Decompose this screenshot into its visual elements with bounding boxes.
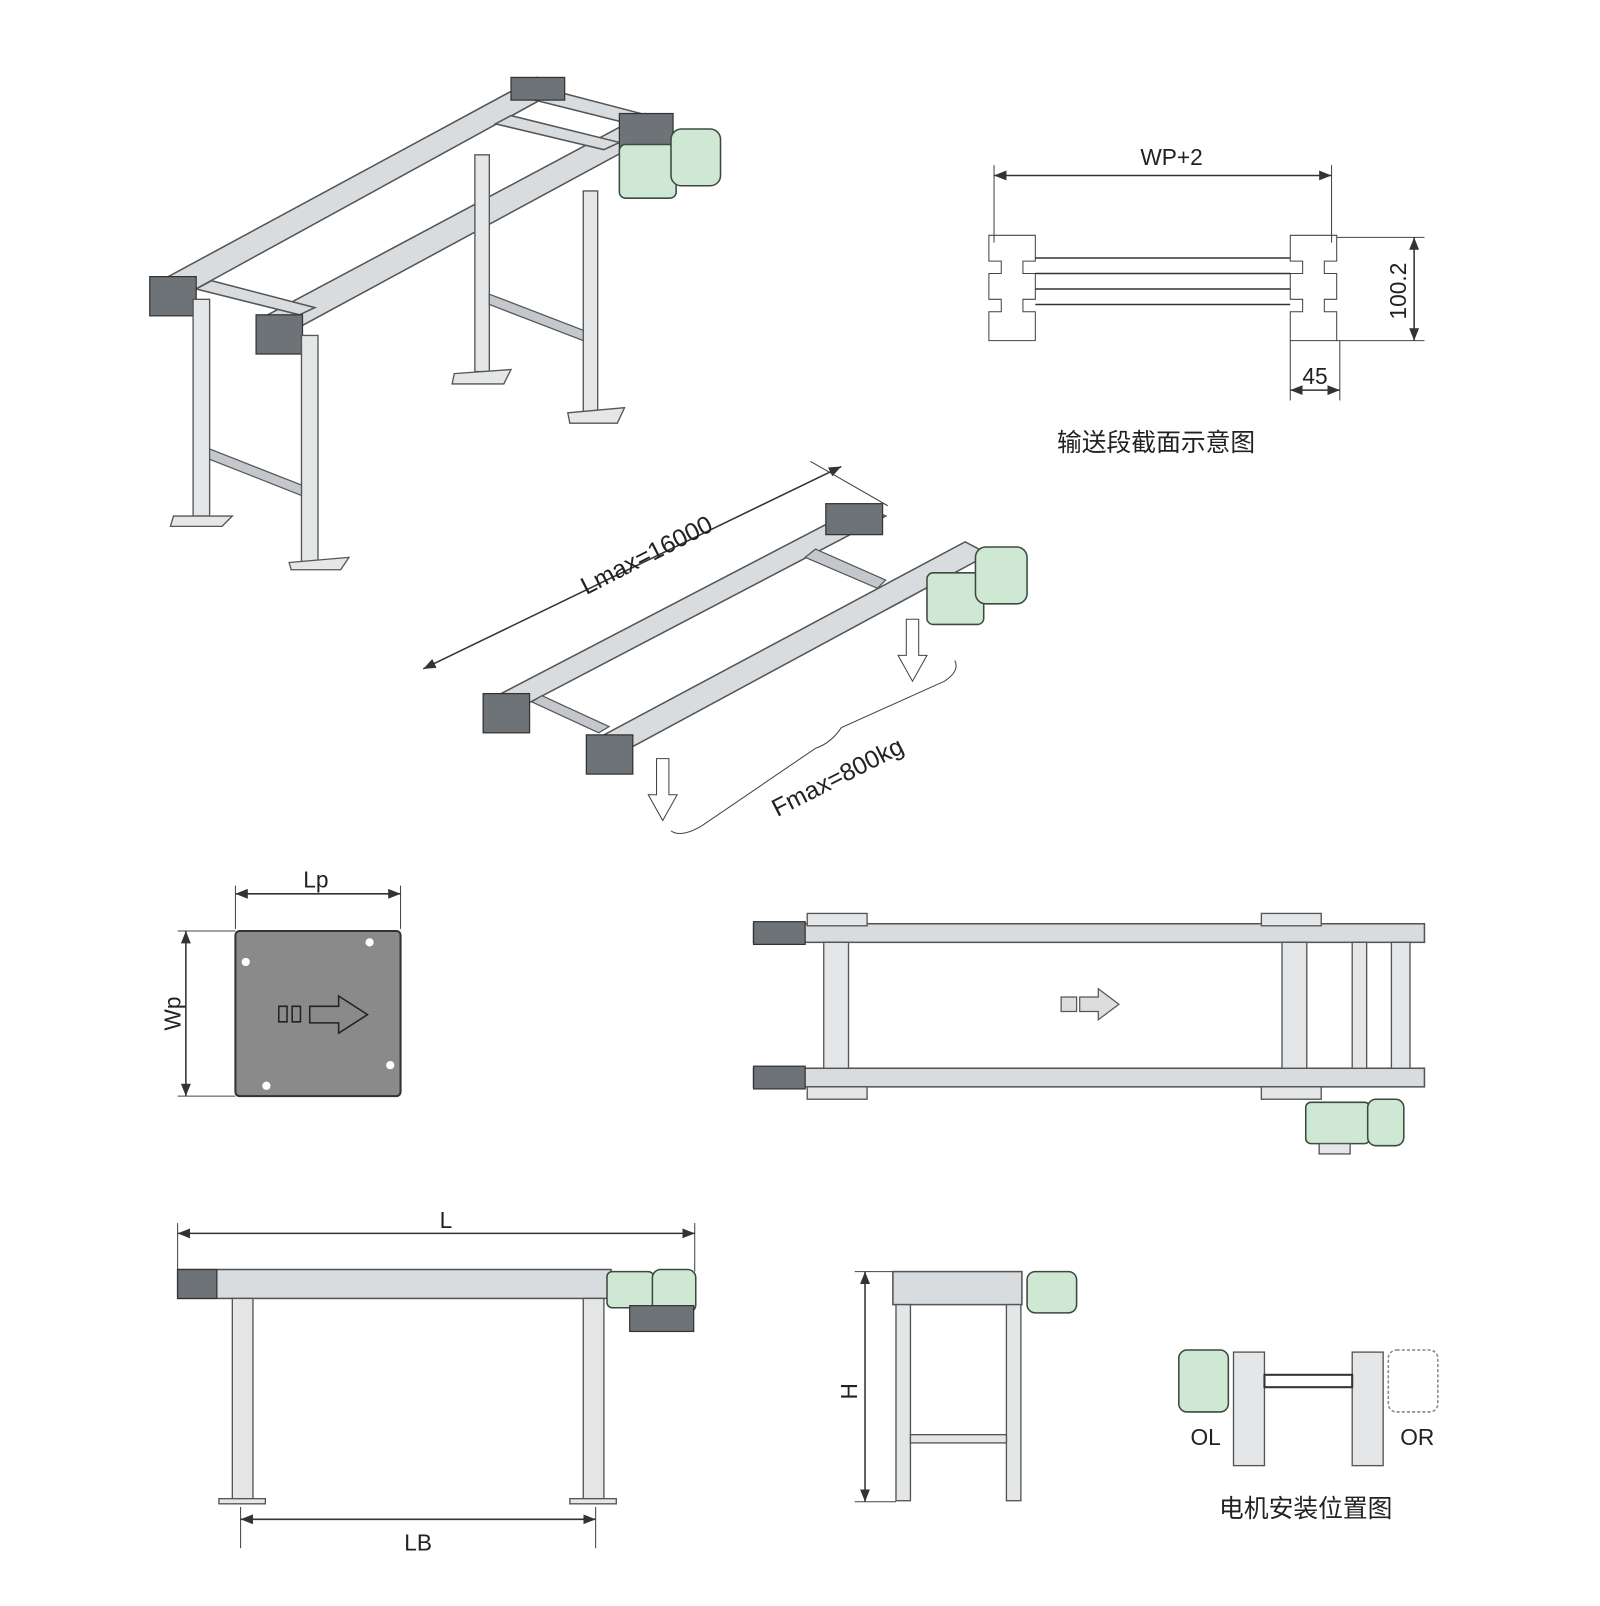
pallet-plate: [234, 929, 402, 1098]
isometric-conveyor-with-stand: [149, 76, 722, 571]
load-arrow-icon: [897, 618, 928, 683]
cross-section-view: WP+2 100.2 45 输送段截面示意图: [988, 144, 1425, 457]
end-view: H: [836, 1270, 1078, 1503]
motor-right-label: OR: [1400, 1424, 1434, 1450]
direction-arrow-icon: [277, 994, 369, 1035]
motor-left-label: OL: [1190, 1424, 1220, 1450]
height-dimension-label: 100.2: [1385, 263, 1411, 320]
overall-length-label: L: [440, 1207, 453, 1233]
motor-position-caption: 电机安装位置图: [1219, 1495, 1392, 1523]
max-length-label: Lmax=16000: [577, 511, 717, 600]
width-dimension-label: WP+2: [1140, 144, 1202, 170]
direction-arrow-icon: [1060, 987, 1120, 1021]
height-label: H: [836, 1383, 862, 1399]
motor-position-view: OL OR 电机安装位置图: [1178, 1349, 1439, 1523]
max-load-label: Fmax=800kg: [768, 733, 908, 822]
cross-section-caption: 输送段截面示意图: [1057, 429, 1255, 457]
leg-span-label: LB: [404, 1529, 432, 1555]
profile-width-label: 45: [1302, 363, 1327, 389]
load-arrow-icon: [647, 758, 679, 822]
top-view: [752, 912, 1426, 1155]
pallet-width-label: Wp: [160, 997, 186, 1031]
side-view: L LB: [176, 1207, 697, 1555]
isometric-conveyor-load-view: Lmax=16000 Fmax=800kg: [422, 460, 1028, 835]
pallet-length-label: Lp: [303, 867, 328, 893]
pallet-view: Lp Wp: [160, 867, 402, 1098]
